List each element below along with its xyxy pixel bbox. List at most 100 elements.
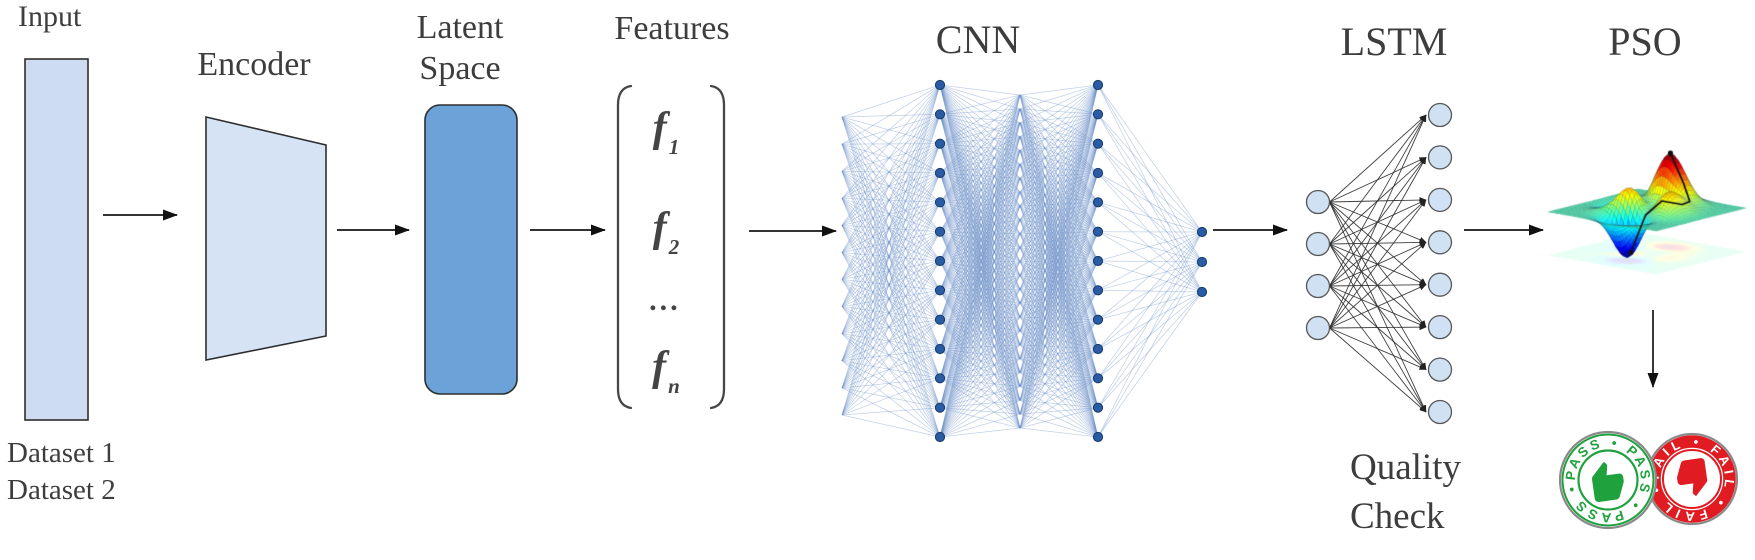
cnn-edge	[939, 219, 1021, 438]
cnn-edge	[939, 143, 1021, 151]
cnn-edge	[841, 116, 941, 145]
cnn-edge	[1019, 290, 1099, 401]
cnn-edge	[1097, 114, 1203, 263]
cnn-edge	[841, 231, 941, 280]
cnn-edge	[1019, 219, 1099, 320]
cnn-edge	[1019, 344, 1099, 379]
cnn-edge	[1019, 191, 1099, 350]
cnn-edge	[841, 252, 941, 262]
lstm-edge	[1329, 241, 1427, 329]
cnn-edge	[1019, 231, 1099, 248]
cnn-edge	[1019, 231, 1099, 359]
cnn-edge	[841, 143, 941, 232]
cnn-edge	[841, 116, 941, 262]
cnn-edge	[1019, 202, 1099, 415]
cnn-edge	[939, 289, 1021, 408]
cnn-edge	[939, 261, 1021, 379]
cnn-node	[1092, 109, 1104, 120]
cnn-edge	[1019, 136, 1099, 408]
cnn-edge	[841, 172, 941, 226]
cnn-edge	[939, 344, 1021, 379]
cnn-edge	[1019, 164, 1099, 379]
cnn-edge	[1019, 143, 1099, 193]
cnn-edge	[939, 122, 1021, 145]
cnn-edge	[1019, 84, 1099, 234]
cnn-edge	[939, 84, 1021, 124]
cnn-edge	[1019, 172, 1099, 359]
cnn-edge	[1019, 164, 1099, 262]
cnn-edge	[1019, 316, 1099, 408]
encoder-shape	[205, 115, 327, 361]
feature-symbol: f	[652, 105, 667, 151]
cnn-edge	[841, 289, 941, 335]
cnn-edge	[841, 201, 941, 253]
lstm-input-node	[1305, 273, 1331, 299]
cnn-edge	[1097, 84, 1203, 233]
cnn-edge	[1019, 94, 1099, 262]
cnn-edge	[939, 275, 1021, 350]
cnn-edge	[939, 202, 1021, 304]
cnn-edge	[939, 261, 1021, 408]
cnn-edge	[939, 202, 1021, 387]
cnn-edge	[939, 233, 1021, 262]
cnn-edge	[1019, 164, 1099, 174]
cnn-edge	[939, 319, 1021, 415]
cnn-edge	[939, 231, 1021, 429]
cnn-edge	[1019, 172, 1099, 248]
cnn-edge	[841, 116, 941, 232]
cnn-edge	[939, 84, 1021, 234]
cnn-edge	[939, 172, 1021, 304]
cnn-edge	[939, 84, 1021, 262]
cnn-edge	[1019, 108, 1099, 174]
cnn-edge	[841, 143, 941, 320]
cnn-edge	[939, 108, 1021, 438]
cnn-edge	[1019, 219, 1099, 408]
cnn-edge	[939, 205, 1021, 438]
cnn-edge	[841, 172, 941, 280]
cnn-edge	[939, 150, 1021, 174]
cnn-edge	[1097, 231, 1203, 263]
cnn-edge	[1019, 114, 1099, 179]
cnn-edge	[841, 252, 941, 379]
quality-label-line1: Quality	[1350, 447, 1461, 488]
cnn-edge	[1019, 205, 1099, 408]
cnn-edge	[939, 114, 1021, 332]
cnn-edge	[841, 252, 941, 438]
cnn-edge	[841, 84, 941, 307]
cnn-edge	[939, 231, 1021, 346]
cnn-edge	[841, 114, 941, 389]
cnn-node	[1196, 226, 1208, 238]
cnn-edge	[939, 94, 1021, 291]
cnn-edge	[1097, 291, 1203, 350]
cnn-edge	[939, 84, 1021, 332]
cnn-edge	[1019, 289, 1099, 350]
cnn-node	[1092, 167, 1104, 179]
cnn-edge	[1019, 114, 1099, 290]
cnn-edge	[1019, 84, 1099, 290]
cnn-edge	[841, 252, 941, 350]
cnn-edge	[1097, 231, 1203, 262]
lstm-output-node	[1427, 272, 1453, 297]
cnn-edge	[939, 348, 1021, 401]
cnn-edge	[1019, 231, 1099, 332]
feature-item-ellipsis: ...	[616, 284, 716, 318]
quality-label-line2: Check	[1350, 495, 1445, 537]
cnn-edge	[939, 143, 1021, 332]
cnn-edge	[841, 260, 941, 416]
cnn-edge	[1019, 136, 1099, 438]
cnn-edge	[1019, 150, 1099, 320]
cnn-edge	[939, 84, 1021, 207]
cnn-edge	[939, 84, 1021, 415]
cnn-edge	[939, 172, 1021, 345]
cnn-edge	[1019, 94, 1099, 203]
cnn-edge	[939, 247, 1021, 379]
cnn-edge	[939, 113, 1021, 124]
cnn-edge	[841, 289, 941, 307]
cnn-edge	[939, 247, 1021, 320]
cnn-edge	[939, 191, 1021, 233]
cnn-edge	[939, 202, 1021, 332]
cnn-edge	[841, 225, 941, 262]
cnn-edge	[1019, 113, 1099, 165]
cnn-edge	[939, 172, 1021, 359]
cnn-edge	[939, 143, 1021, 207]
